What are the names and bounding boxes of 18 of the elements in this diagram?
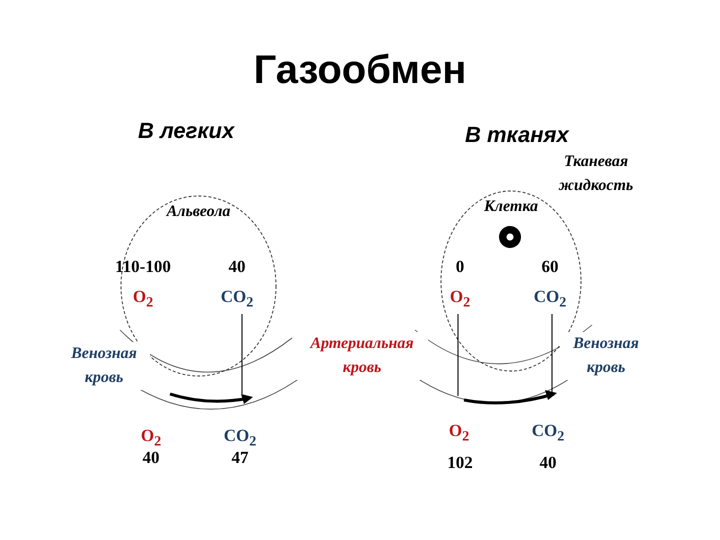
section-heading: В легких bbox=[138, 118, 234, 144]
pressure-value: 0 bbox=[454, 256, 466, 278]
pressure-value: 40 bbox=[228, 256, 246, 278]
title: Газообмен bbox=[252, 48, 468, 93]
gas-formula: CO$_{2}$ bbox=[220, 286, 254, 312]
structure-name: Клетка bbox=[482, 198, 540, 216]
pressure-value: 60 bbox=[540, 256, 560, 278]
pressure-value: 102 bbox=[446, 452, 474, 474]
gas-formula: O$_{2}$ bbox=[448, 286, 472, 312]
gas-formula: CO$_{2}$ bbox=[532, 286, 568, 312]
structure-name: Альвеола bbox=[164, 203, 232, 221]
gas-formula: CO$_{2}$ bbox=[530, 420, 566, 446]
gas-formula: O$_{2}$ bbox=[132, 286, 154, 312]
pressure-value: 110-100 bbox=[114, 256, 172, 278]
section-heading: В тканях bbox=[465, 122, 569, 148]
blood-label: Артериальная кровь bbox=[296, 332, 428, 380]
pressure-value: 40 bbox=[538, 452, 558, 474]
gas-formula: O$_{2}$ bbox=[448, 420, 470, 446]
